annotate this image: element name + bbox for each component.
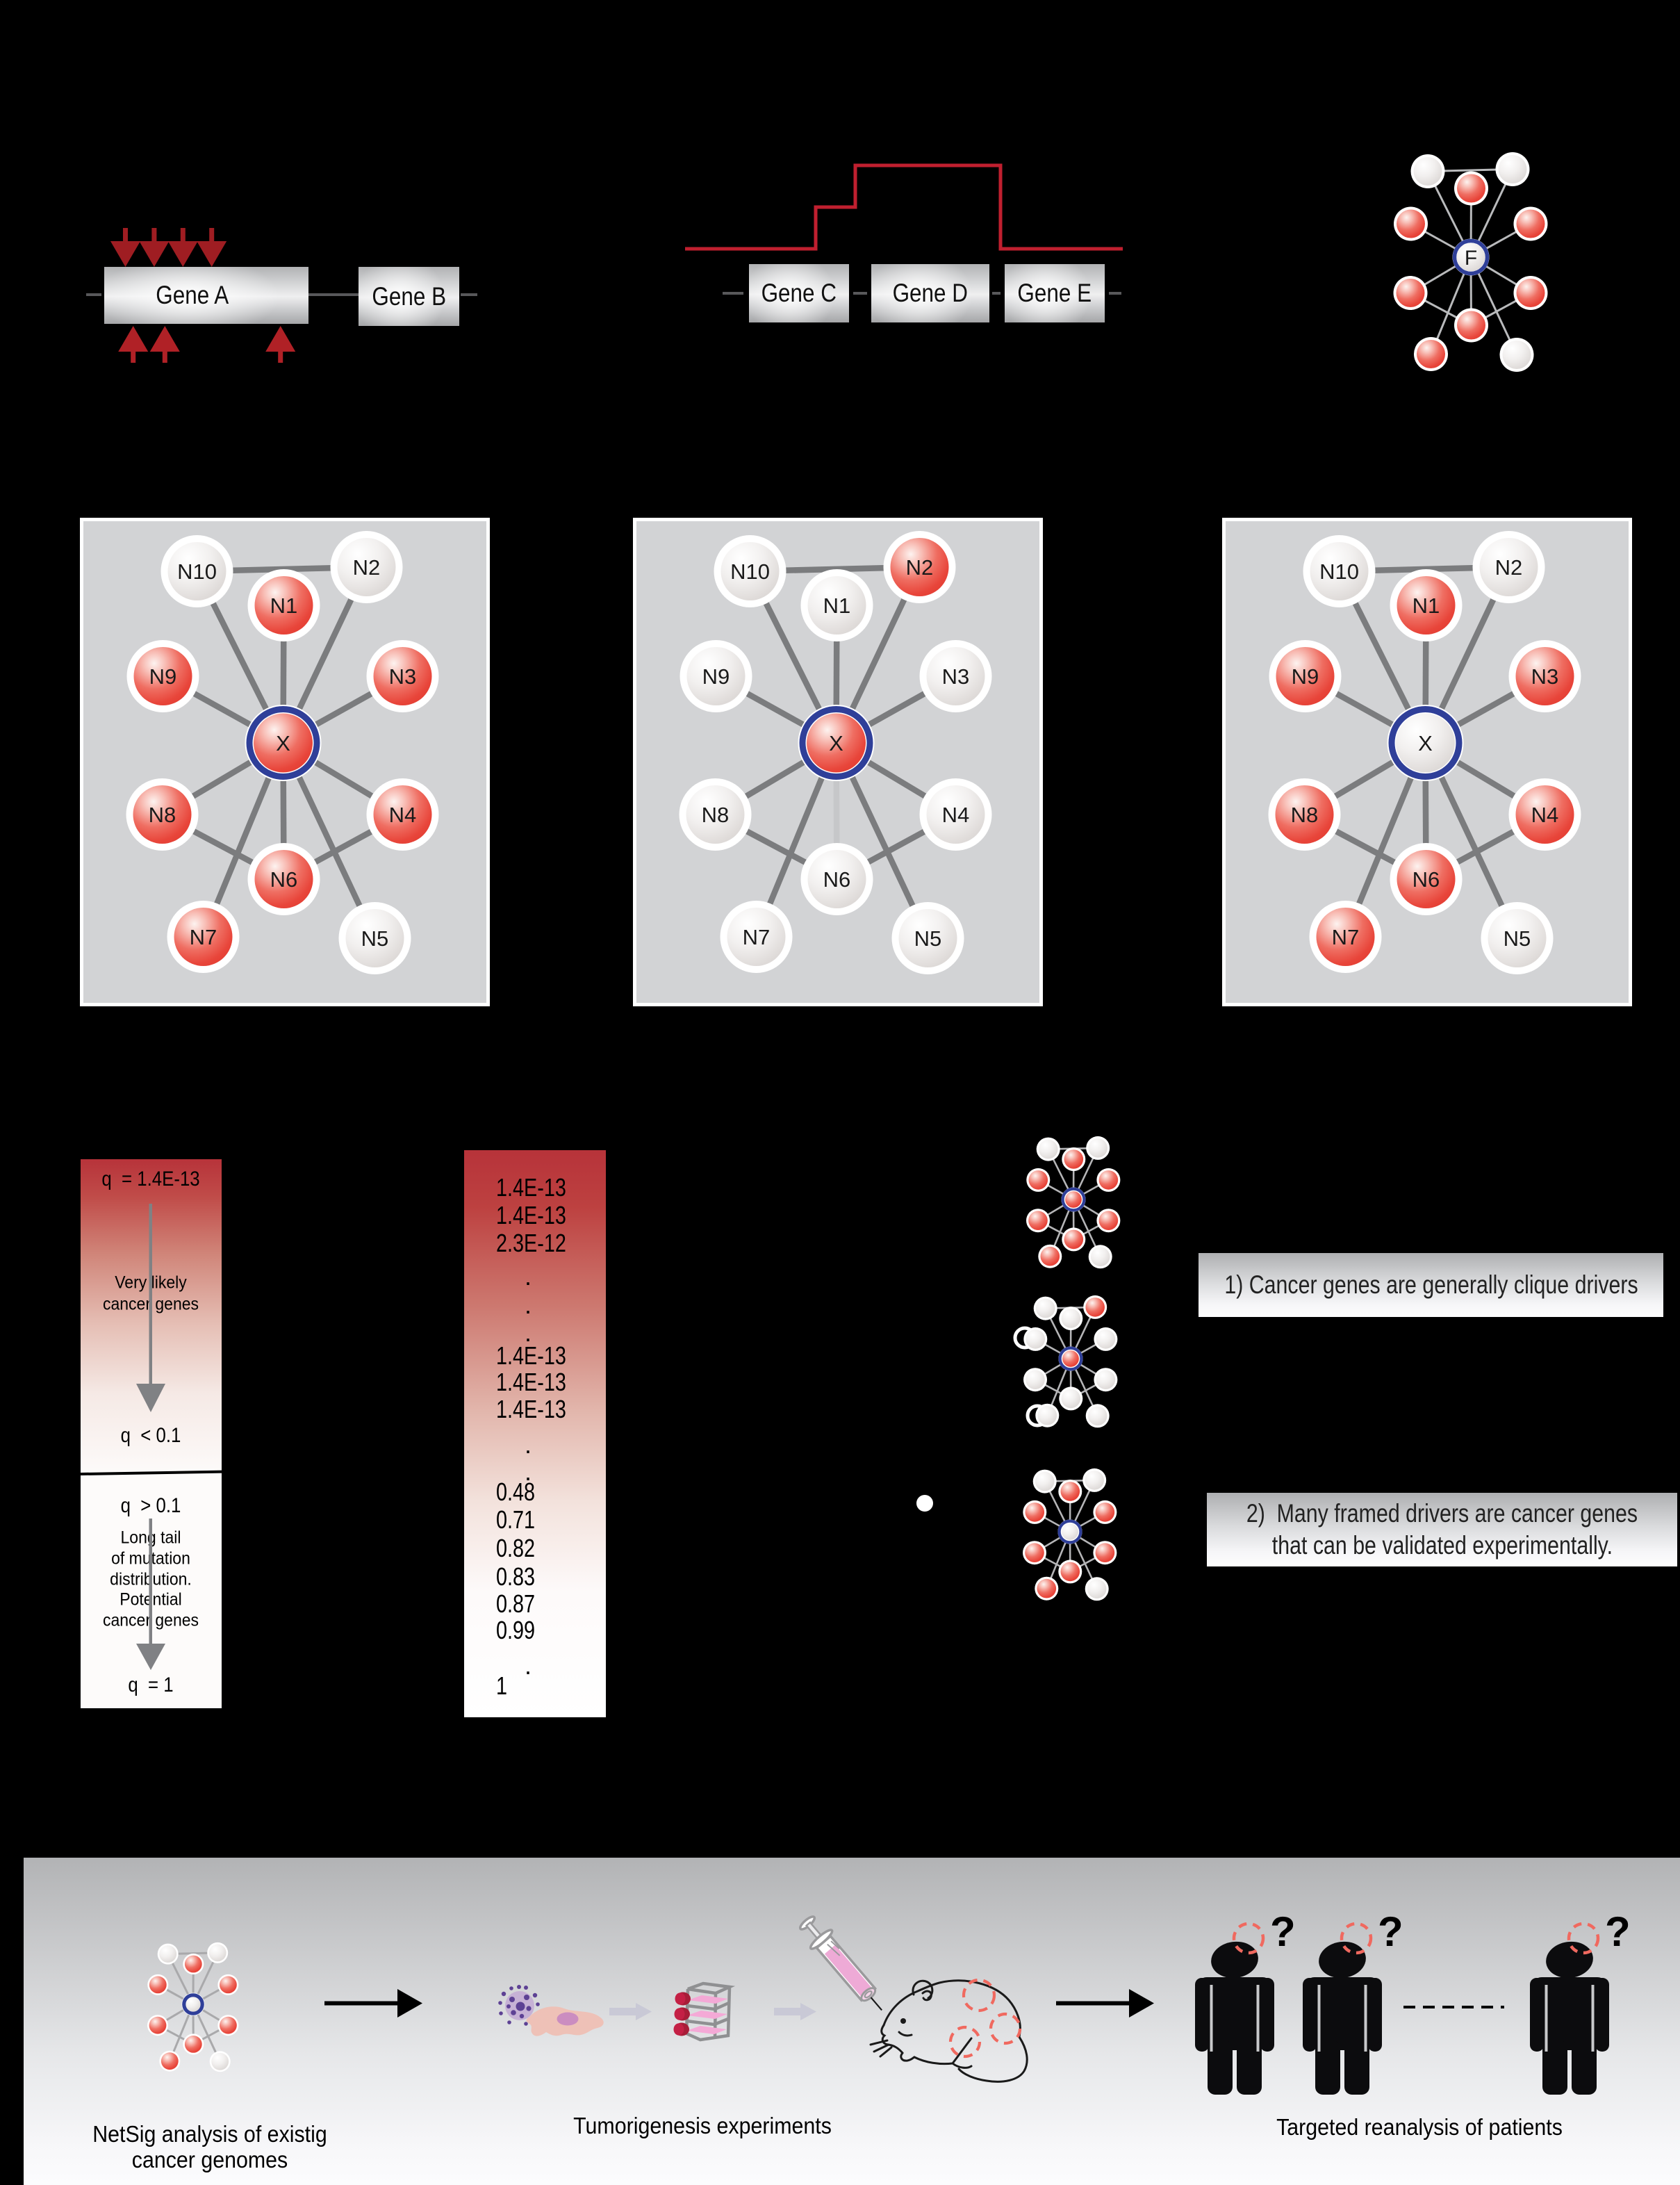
svg-text:N8: N8 — [1291, 803, 1319, 827]
svg-text:N1: N1 — [823, 594, 850, 618]
svg-text:N8: N8 — [149, 803, 176, 827]
svg-text:N6: N6 — [823, 867, 850, 892]
svg-text:N3: N3 — [389, 664, 417, 689]
svg-text:N5: N5 — [914, 926, 941, 951]
svg-text:N5: N5 — [1504, 926, 1531, 951]
svg-text:N4: N4 — [389, 803, 417, 827]
svg-text:N7: N7 — [1332, 925, 1360, 949]
svg-text:N2: N2 — [1495, 555, 1523, 580]
svg-text:X: X — [829, 731, 843, 755]
svg-text:N9: N9 — [149, 664, 177, 689]
svg-text:N5: N5 — [361, 926, 389, 951]
svg-text:N2: N2 — [905, 555, 933, 580]
svg-text:N10: N10 — [1319, 559, 1359, 584]
svg-text:N6: N6 — [270, 867, 298, 892]
svg-text:?: ? — [1270, 1911, 1296, 1955]
svg-text:N9: N9 — [1292, 664, 1319, 689]
svg-text:N9: N9 — [702, 664, 730, 689]
svg-text:N7: N7 — [742, 925, 770, 949]
svg-text:N1: N1 — [270, 594, 298, 618]
svg-text:N10: N10 — [730, 559, 770, 584]
svg-text:N10: N10 — [177, 559, 217, 584]
svg-text:?: ? — [1378, 1911, 1403, 1955]
svg-text:?: ? — [1605, 1911, 1631, 1955]
svg-text:N8: N8 — [701, 803, 729, 827]
svg-text:N2: N2 — [353, 555, 381, 580]
svg-text:N3: N3 — [1531, 664, 1559, 689]
svg-text:X: X — [276, 731, 290, 755]
svg-text:N1: N1 — [1413, 594, 1440, 618]
svg-text:N3: N3 — [941, 664, 969, 689]
svg-text:N4: N4 — [941, 803, 969, 827]
svg-text:N7: N7 — [190, 925, 217, 949]
svg-text:N6: N6 — [1413, 867, 1440, 892]
svg-text:N4: N4 — [1531, 803, 1559, 827]
svg-text:F: F — [1465, 247, 1477, 270]
svg-text:X: X — [1418, 731, 1433, 755]
